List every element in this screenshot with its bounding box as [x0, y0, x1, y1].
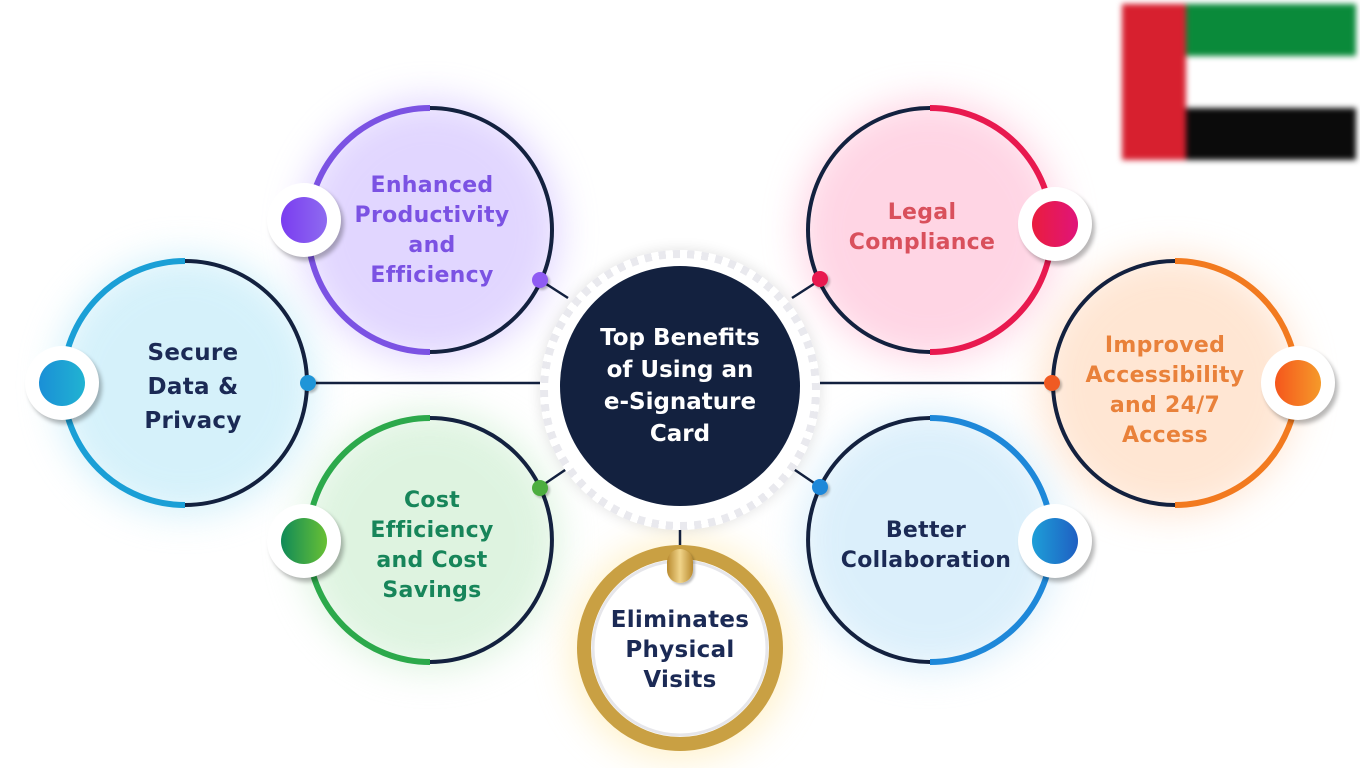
- knob-collab: [812, 479, 828, 495]
- hub-title: Top Benefits of Using an e-Signature Car…: [600, 325, 760, 447]
- label-legal: Legal Compliance: [848, 200, 996, 255]
- dot-icon: [39, 360, 85, 406]
- dot-icon: [1032, 518, 1078, 564]
- bubble-accessibility: [1261, 346, 1335, 420]
- dot-icon: [1275, 360, 1321, 406]
- bubble-legal: [1018, 187, 1092, 261]
- uae-flag-icon: [1122, 4, 1356, 160]
- hub-center: Top Benefits of Using an e-Signature Car…: [560, 266, 800, 506]
- label-cost: Cost Efficiency and Cost Savings: [370, 488, 494, 603]
- bubble-secure: [25, 346, 99, 420]
- label-secure: Secure Data & Privacy: [144, 340, 242, 434]
- dot-icon: [281, 518, 327, 564]
- dot-icon: [1032, 201, 1078, 247]
- label-productivity: Enhanced Productivity and Efficiency: [354, 173, 510, 288]
- knob-productivity: [532, 272, 548, 288]
- knob-visits: [667, 549, 693, 583]
- knob-legal: [812, 271, 828, 287]
- dot-icon: [281, 197, 327, 243]
- label-visits: Eliminates Physical Visits: [610, 607, 750, 693]
- knob-cost: [532, 480, 548, 496]
- knob-secure: [300, 375, 316, 391]
- label-accessibility: Improved Accessibility and 24/7 Access: [1085, 333, 1245, 448]
- knob-accessibility: [1044, 375, 1060, 391]
- label-collaboration: Better Collaboration: [840, 518, 1012, 573]
- bubble-productivity: [267, 183, 341, 257]
- bubble-collab: [1018, 504, 1092, 578]
- bubble-cost: [267, 504, 341, 578]
